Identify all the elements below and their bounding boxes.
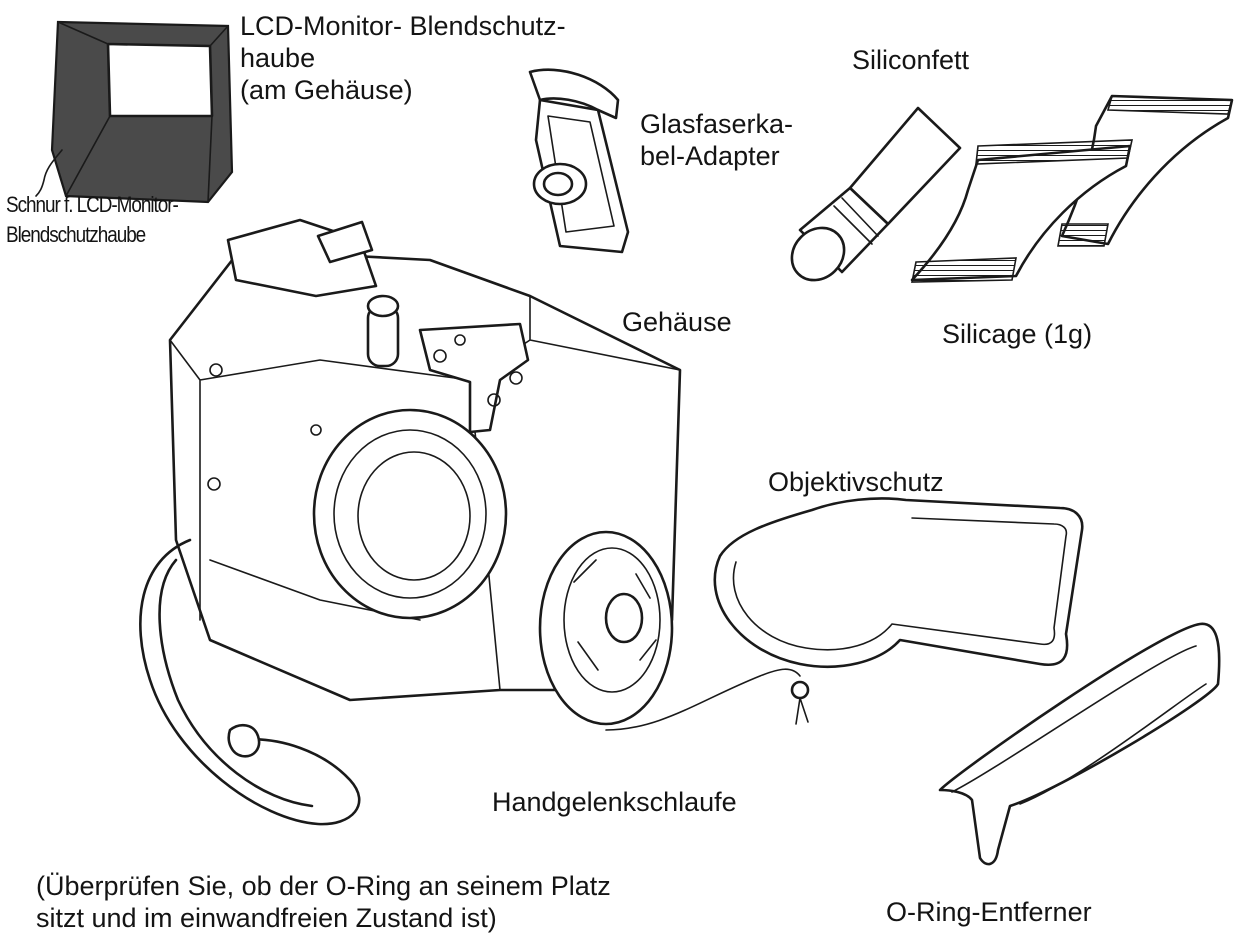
label-lcd-hood-line3: (am Gehäuse)	[240, 75, 413, 105]
wrist-strap-drawing	[139, 538, 361, 826]
lcd-hood-drawing	[35, 20, 234, 204]
label-hood-cord-line1: Schnur f. LCD-Monitor-	[6, 192, 179, 217]
oring-remover-drawing	[938, 622, 1221, 866]
silicone-tube-drawing	[790, 106, 962, 282]
label-lcd-hood: LCD-Monitor- Blendschutz- haube (am Gehä…	[240, 10, 566, 106]
label-fiber-adapter-line1: Glasfaserka-	[640, 109, 794, 139]
label-housing: Gehäuse	[622, 307, 732, 337]
label-silicone-grease: Siliconfett	[852, 45, 970, 75]
label-silica-gel: Silicage (1g)	[942, 319, 1093, 349]
label-oring-note: (Überprüfen Sie, ob der O-Ring an seinem…	[36, 870, 611, 934]
label-oring-remover: O-Ring-Entferner	[886, 897, 1092, 927]
label-fiber-adapter: Glasfaserka- bel-Adapter	[640, 108, 793, 172]
housing-drawing	[168, 218, 682, 726]
silica-gel-drawing	[910, 94, 1234, 283]
fiber-adapter-drawing	[528, 68, 630, 254]
label-hood-cord-line2: Blendschutzhaube	[6, 222, 146, 247]
label-hood-cord: Schnur f. LCD-Monitor- Blendschutzhaube	[6, 190, 179, 250]
lens-cap-drawing	[605, 497, 1084, 731]
label-lcd-hood-line2: haube	[240, 43, 316, 73]
label-lcd-hood-line1: LCD-Monitor- Blendschutz-	[240, 11, 566, 41]
label-oring-note-line2: sitzt und im einwandfreien Zustand ist)	[36, 903, 497, 933]
label-wrist-strap: Handgelenkschlaufe	[492, 787, 737, 817]
label-lens-cap: Objektivschutz	[768, 467, 944, 497]
label-fiber-adapter-line2: bel-Adapter	[640, 141, 780, 171]
label-oring-note-line1: (Überprüfen Sie, ob der O-Ring an seinem…	[36, 871, 611, 901]
